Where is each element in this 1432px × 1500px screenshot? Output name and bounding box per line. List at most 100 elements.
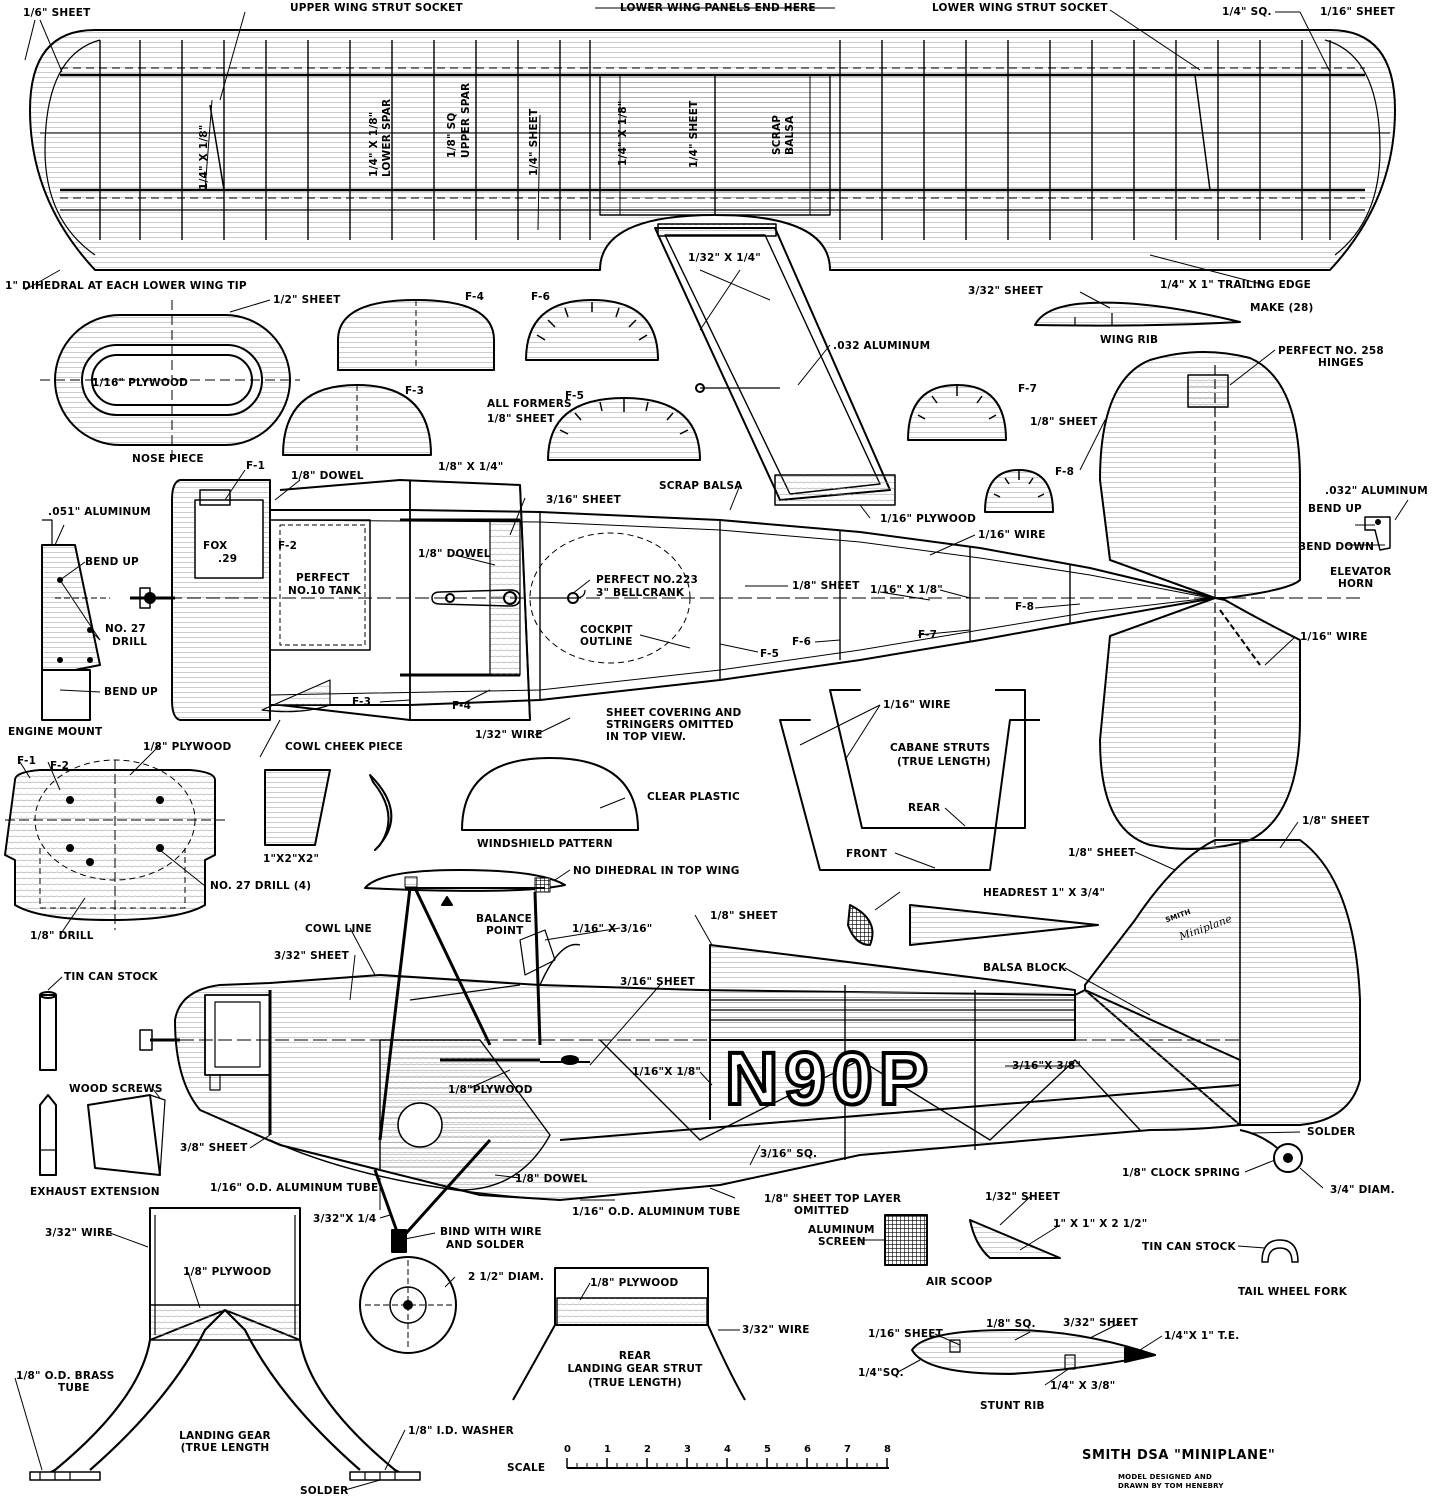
label-scrap: SCRAP <box>771 114 783 155</box>
label-engine-mount: ENGINE MOUNT <box>8 726 103 738</box>
scale-number: 0 <box>564 1444 572 1455</box>
label-sheet-1-4-b: 1/4" SHEET <box>688 100 700 168</box>
label-aluminum-horn: .032" ALUMINUM <box>1325 485 1428 497</box>
windshield-pattern <box>461 757 639 831</box>
label-lower-spar-1: 1/4" X 1/8" <box>368 111 380 177</box>
label-horn: HORN <box>1338 578 1374 590</box>
headrest <box>847 904 1099 946</box>
label-dihedral: 1" DIHEDRAL AT EACH LOWER WING TIP <box>5 280 247 292</box>
label-strip-1-16x1-8-side: 1/16"X 1/8" <box>632 1066 702 1078</box>
label-plywood-cabane: 1/16" PLYWOOD <box>880 513 976 525</box>
label-clock-spring: 1/8" CLOCK SPRING <box>1122 1167 1241 1179</box>
label-balance-1: BALANCE <box>476 913 533 925</box>
label-bend-up-horn: BEND UP <box>1308 503 1362 515</box>
label-plywood-nose: 1/16" PLYWOOD <box>92 377 188 389</box>
landing-gear-front <box>29 1207 421 1481</box>
label-upper-wing-strut-socket: UPPER WING STRUT SOCKET <box>290 2 463 14</box>
plan-title: SMITH DSA "MINIPLANE" <box>1082 1448 1276 1463</box>
label-bind-1: BIND WITH WIRE <box>440 1226 542 1238</box>
label-f3-b: F-3 <box>352 696 372 708</box>
label-alu-tube-2: 1/16" O.D. ALUMINUM TUBE <box>572 1206 741 1218</box>
label-cheek-size: 1"X2"X2" <box>263 853 320 865</box>
label-perfect-10-a: PERFECT <box>296 572 350 584</box>
label-aluminum-051: .051" ALUMINUM <box>48 506 151 518</box>
label-bend-up-1: BEND UP <box>85 556 139 568</box>
label-headrest: HEADREST 1" X 3/4" <box>983 887 1106 899</box>
label-wood-screws: WOOD SCREWS <box>69 1083 163 1095</box>
label-cabane-1: CABANE STRUTS <box>890 742 991 754</box>
label-cabane-2: (TRUE LENGTH) <box>897 756 991 768</box>
label-tail-wheel-fork: TAIL WHEEL FORK <box>1238 1286 1348 1298</box>
label-wire-3-32-rear: 3/32" WIRE <box>742 1324 810 1336</box>
label-wire-cabane: 1/16" WIRE <box>883 699 951 711</box>
label-sheet-1-32: 1/32" SHEET <box>985 1191 1060 1203</box>
label-lg-1: LANDING GEAR <box>179 1430 271 1442</box>
label-drill-27: NO. 27 <box>105 623 146 635</box>
cabane-struts <box>779 689 1040 871</box>
label-rear: REAR <box>908 802 941 814</box>
label-sq-1-4: 1/4" SQ. <box>1222 6 1272 18</box>
label-wing-rib: WING RIB <box>1100 334 1159 346</box>
label-f1: F-1 <box>246 460 266 472</box>
exhaust-parts <box>39 991 166 1176</box>
label-plywood-f1: 1/8" PLYWOOD <box>143 741 232 753</box>
label-cockpit: COCKPIT <box>580 624 633 636</box>
credit-line-1: MODEL DESIGNED AND <box>1118 1473 1212 1481</box>
label-rear-lg-2: LANDING GEAR STRUT <box>567 1363 703 1375</box>
label-scrap-balsa: SCRAP BALSA <box>659 480 743 492</box>
label-strut-3-32: 3/32"X 1/4 <box>313 1213 377 1225</box>
label-f7-b: F-7 <box>918 629 938 641</box>
label-rear-lg-1: REAR <box>618 1350 652 1362</box>
label-f7: F-7 <box>1018 383 1038 395</box>
label-strut-1-32: 1/32" X 1/4" <box>688 252 761 264</box>
engine-mount <box>41 519 110 721</box>
label-upper-spar-1: 1/8" SQ <box>446 112 458 158</box>
stunt-rib <box>911 1329 1156 1375</box>
label-upper-spar-2: UPPER SPAR <box>460 82 472 158</box>
scale-number: 2 <box>644 1444 652 1455</box>
label-te-1-4x1: 1/4"X 1" T.E. <box>1164 1330 1240 1342</box>
label-elevator: ELEVATOR <box>1330 566 1392 578</box>
label-sheet-fus: 1/8" SHEET <box>792 580 860 592</box>
cabane-struts-side <box>378 887 545 1141</box>
label-plywood-lg: 1/8" PLYWOOD <box>183 1266 272 1278</box>
label-spar-a: 1/4" X 1/8" <box>198 124 210 190</box>
label-sheet-fin: 1/8" SHEET <box>1068 847 1136 859</box>
label-top-layer-2: OMITTED <box>794 1205 850 1217</box>
label-screen: SCREEN <box>818 1236 866 1248</box>
air-scoop <box>884 1214 1061 1266</box>
label-wire-fus: 1/16" WIRE <box>978 529 1046 541</box>
label-lower-wing-strut-socket: LOWER WING STRUT SOCKET <box>932 2 1108 14</box>
scale-number: 5 <box>764 1444 772 1455</box>
label-bellcrank: 3" BELLCRANK <box>596 587 685 599</box>
scale-number: 7 <box>844 1444 852 1455</box>
label-lower-spar-2: LOWER SPAR <box>381 98 393 177</box>
nose-piece <box>40 300 300 460</box>
label-sheet-cov-2: STRINGERS OMITTED <box>606 719 734 731</box>
label-f2: F-2 <box>278 540 298 552</box>
label-diam-2-1-2: 2 1/2" DIAM. <box>468 1271 545 1283</box>
top-wing <box>29 29 1396 271</box>
label-clear-plastic: CLEAR PLASTIC <box>647 791 740 803</box>
label-strip-1-16x1-8: 1/16" X 1/8" <box>870 584 943 596</box>
label-brass-tube-1: 1/8" O.D. BRASS <box>16 1370 115 1382</box>
label-cowl-cheek: COWL CHEEK PIECE <box>285 741 404 753</box>
label-drill: DRILL <box>112 636 148 648</box>
label-solder-tail: SOLDER <box>1307 1126 1356 1138</box>
formers <box>282 299 1054 513</box>
label-dowel-low: 1/8" DOWEL <box>515 1173 588 1185</box>
label-sheet-3-16-top: 3/16" SHEET <box>546 494 621 506</box>
label-plywood-side: 1/8"PLYWOOD <box>448 1084 533 1096</box>
top-wing-section <box>364 869 566 906</box>
label-wire-r: 1/16" WIRE <box>1300 631 1368 643</box>
scale-number: 4 <box>724 1444 732 1455</box>
label-no-dihedral: NO DIHEDRAL IN TOP WING <box>573 865 740 877</box>
label-f4-b: F-4 <box>452 700 472 712</box>
label-f2-b: F-2 <box>50 760 70 772</box>
cabane-strut-plan <box>654 223 896 506</box>
label-sq-1-4-rib: 1/4"SQ. <box>858 1367 904 1379</box>
label-solder-lg: SOLDER <box>300 1485 349 1497</box>
label-sheet-tail: 1/8" SHEET <box>1302 815 1370 827</box>
label-sheet-3-8: 3/8" SHEET <box>180 1142 248 1154</box>
label-cowl-line: COWL LINE <box>305 923 372 935</box>
